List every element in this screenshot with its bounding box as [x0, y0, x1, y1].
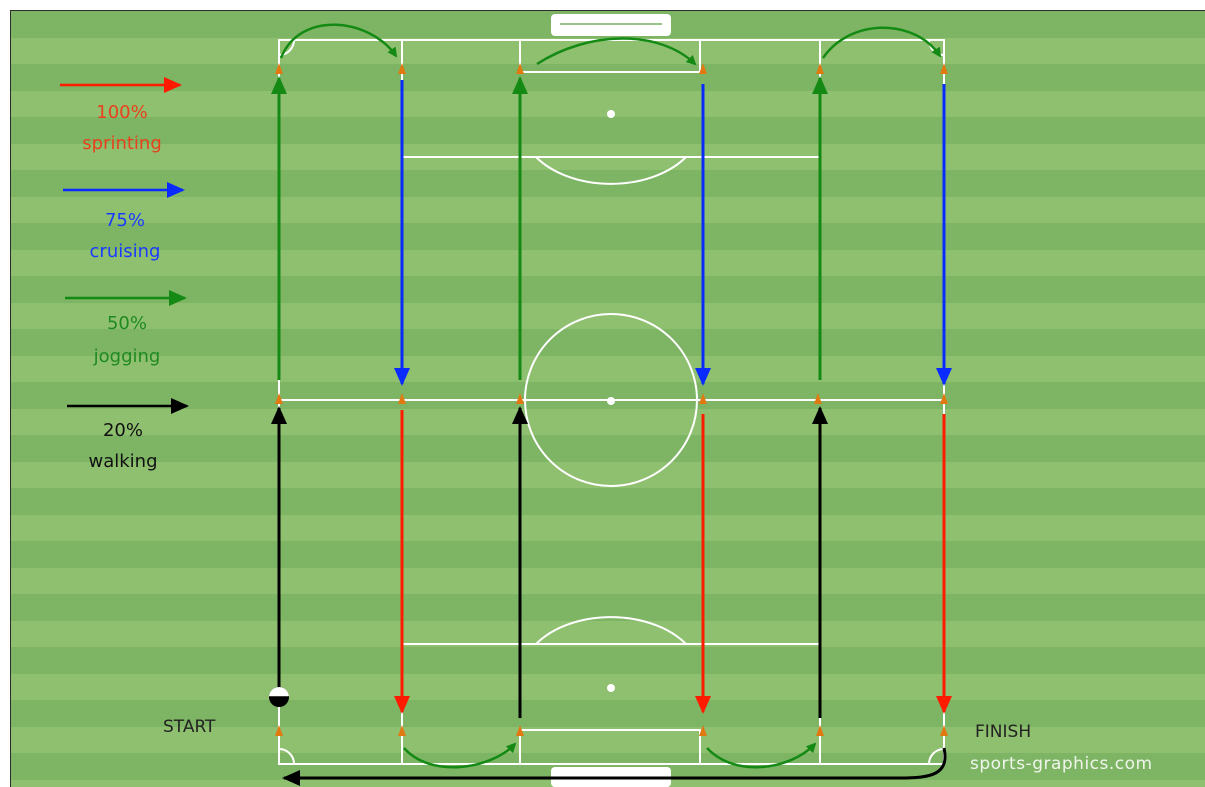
top-goal-area: [520, 40, 700, 72]
legend-percent: 100%: [52, 102, 192, 123]
cone-icon: [940, 725, 948, 736]
cone-icon: [940, 63, 948, 74]
start-label: START: [163, 717, 215, 737]
cone-icon: [699, 393, 707, 404]
cone-icon: [398, 63, 406, 74]
ball-icon: [269, 687, 289, 707]
bottom-goal-area: [520, 730, 700, 764]
bottom-penalty-area: [402, 644, 820, 764]
top-penalty-arc: [536, 157, 686, 184]
legend-sprinting: 100% sprinting: [52, 102, 192, 154]
jog-curve-top-3: [823, 28, 940, 58]
top-penalty-spot: [607, 110, 615, 118]
legend-label: sprinting: [52, 133, 192, 154]
cone-icon: [940, 393, 948, 404]
legend-percent: 50%: [57, 313, 197, 334]
top-penalty-area: [402, 40, 820, 157]
cone-icon: [516, 63, 524, 74]
cone-icon: [814, 393, 822, 404]
legend-label: jogging: [57, 346, 197, 367]
bottom-penalty-spot: [607, 684, 615, 692]
cone-icon: [275, 393, 283, 404]
watermark: sports-graphics.com: [970, 754, 1153, 774]
cone-icon: [398, 725, 406, 736]
cone-icon: [516, 393, 524, 404]
jog-curve-top-2: [537, 39, 695, 65]
corner-arc-bl: [279, 749, 294, 764]
finish-label: FINISH: [975, 722, 1031, 742]
legend-jogging: 50% jogging: [57, 313, 197, 367]
cone-icon: [275, 725, 283, 736]
legend-percent: 75%: [55, 210, 195, 231]
legend-label: walking: [53, 451, 193, 472]
legend-percent: 20%: [53, 420, 193, 441]
jog-curve-top-1: [281, 25, 396, 58]
cone-icon: [816, 63, 824, 74]
legend-label: cruising: [55, 241, 195, 262]
bottom-penalty-arc: [536, 617, 686, 644]
legend-cruising: 75% cruising: [55, 210, 195, 262]
center-spot: [607, 397, 615, 405]
cone-icon: [398, 393, 406, 404]
cone-icon: [275, 63, 283, 74]
corner-arc-br: [929, 749, 944, 764]
legend-walking: 20% walking: [53, 420, 193, 472]
cone-icon: [816, 725, 824, 736]
